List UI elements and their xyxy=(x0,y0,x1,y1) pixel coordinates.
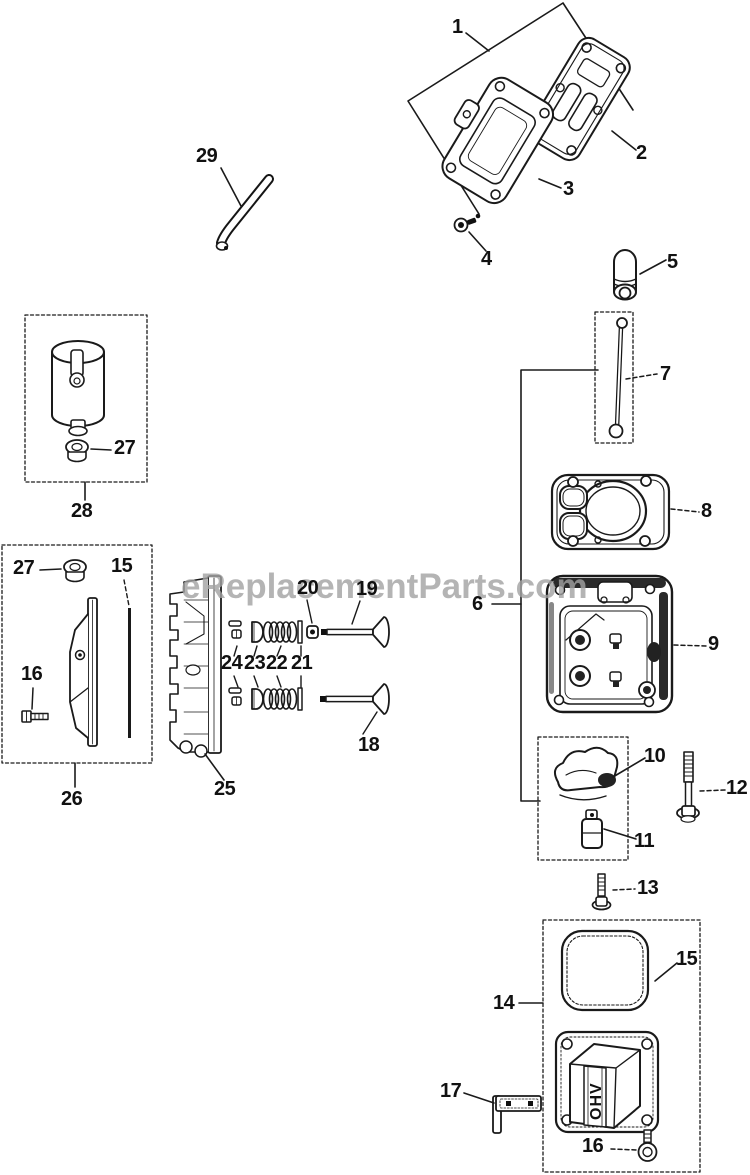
head-kit-bracket xyxy=(491,369,599,802)
leader-3 xyxy=(538,178,562,189)
leader-27b xyxy=(39,568,62,571)
part-label-20: 20 xyxy=(297,577,319,599)
rocker-bolt-drawing xyxy=(591,873,636,911)
cover-bolt-drawing xyxy=(610,1129,658,1162)
part-label-12: 12 xyxy=(726,777,748,799)
part-label-15b: 15 xyxy=(676,948,698,970)
leader-13 xyxy=(612,888,636,891)
grommet-drawing-2 xyxy=(39,559,87,583)
gasket-edge-view xyxy=(128,608,131,738)
breather-tube-drawing xyxy=(215,167,274,251)
leader-11 xyxy=(603,828,637,840)
part-label-25: 25 xyxy=(214,778,236,800)
part-label-3: 3 xyxy=(563,178,574,200)
leader-16a xyxy=(31,687,34,710)
part-label-16a: 16 xyxy=(21,663,43,685)
leader-10 xyxy=(612,757,646,778)
head-gasket-drawing xyxy=(550,473,700,551)
leader-20 xyxy=(306,599,313,624)
part-label-19: 19 xyxy=(356,578,378,600)
leader-18 xyxy=(362,711,378,735)
leader-1 xyxy=(465,32,490,52)
leader-29 xyxy=(220,167,242,207)
part-label-24: 24 xyxy=(221,652,243,674)
part-label-27a: 27 xyxy=(114,437,136,459)
part-label-26: 26 xyxy=(61,788,83,810)
leader-4 xyxy=(468,231,487,252)
part-label-23: 23 xyxy=(244,652,266,674)
part-label-27b: 27 xyxy=(13,557,35,579)
exhaust-valve-drawing xyxy=(321,616,390,648)
side-view-kit-box xyxy=(1,544,153,788)
head-bolt-drawing xyxy=(676,751,726,823)
leader-17 xyxy=(463,1092,495,1104)
part-label-21: 21 xyxy=(291,652,313,674)
valve-train-leaders xyxy=(233,599,378,735)
valve-train-lower-row xyxy=(228,683,390,715)
part-label-22: 22 xyxy=(266,652,288,674)
part-label-16b: 16 xyxy=(582,1135,604,1157)
part-label-28: 28 xyxy=(71,500,93,522)
leader-2 xyxy=(611,130,637,151)
leader-7 xyxy=(625,373,658,380)
part-label-11: 11 xyxy=(634,830,655,852)
part-label-15a: 15 xyxy=(111,555,133,577)
part-label-17: 17 xyxy=(440,1080,462,1102)
intake-valve-drawing xyxy=(320,683,390,715)
part-label-5: 5 xyxy=(667,251,678,273)
part-label-18: 18 xyxy=(358,734,380,756)
breather-screw-drawing xyxy=(453,213,487,252)
grommet-drawing xyxy=(65,439,112,463)
watermark: eReplacementParts.com xyxy=(181,567,588,606)
part-label-6: 6 xyxy=(472,593,483,615)
part-label-14: 14 xyxy=(493,992,515,1014)
leader-27a xyxy=(90,448,112,451)
tappet-drawing xyxy=(613,249,667,301)
leader-8 xyxy=(670,508,700,513)
part-label-13: 13 xyxy=(637,877,659,899)
ohv-valve-cover-drawing: OHV xyxy=(554,1030,660,1134)
rocker-arm-box xyxy=(537,736,646,861)
breather-cover-drawing xyxy=(441,76,555,205)
cylinder-head-drawing xyxy=(545,574,707,714)
part-label-7: 7 xyxy=(660,363,671,385)
valve-cover-gasket-drawing xyxy=(527,36,631,162)
part-label-8: 8 xyxy=(701,500,712,522)
ohv-embossed-text: OHV xyxy=(588,1082,605,1120)
canister-drawing xyxy=(51,340,105,437)
leader-19 xyxy=(351,600,361,625)
leader-9 xyxy=(673,644,707,647)
hydraulic-lifter-drawing xyxy=(581,809,603,849)
part-label-29: 29 xyxy=(196,145,218,167)
side-screw-drawing xyxy=(21,687,49,723)
leader-16b xyxy=(610,1148,638,1151)
cover-side-profile-drawing xyxy=(69,597,98,747)
breather-canister-box xyxy=(24,314,148,501)
leader-15a xyxy=(123,579,130,607)
part-label-1: 1 xyxy=(452,16,463,38)
head-side-view-drawing xyxy=(169,575,225,781)
leader-12 xyxy=(699,789,726,792)
part-label-4: 4 xyxy=(481,248,492,270)
l-bracket-drawing xyxy=(463,1092,542,1134)
part-label-9: 9 xyxy=(708,633,719,655)
valve-train-upper-row xyxy=(228,616,390,648)
leader-5 xyxy=(639,259,667,275)
cover-gasket-drawing xyxy=(560,929,678,1012)
part-label-10: 10 xyxy=(644,745,666,767)
leader-25 xyxy=(204,753,225,781)
leader-15b xyxy=(654,962,678,982)
valve-cover-assembly-box: OHV xyxy=(518,919,701,1173)
push-rod-box xyxy=(594,311,658,444)
part-label-2: 2 xyxy=(636,142,647,164)
